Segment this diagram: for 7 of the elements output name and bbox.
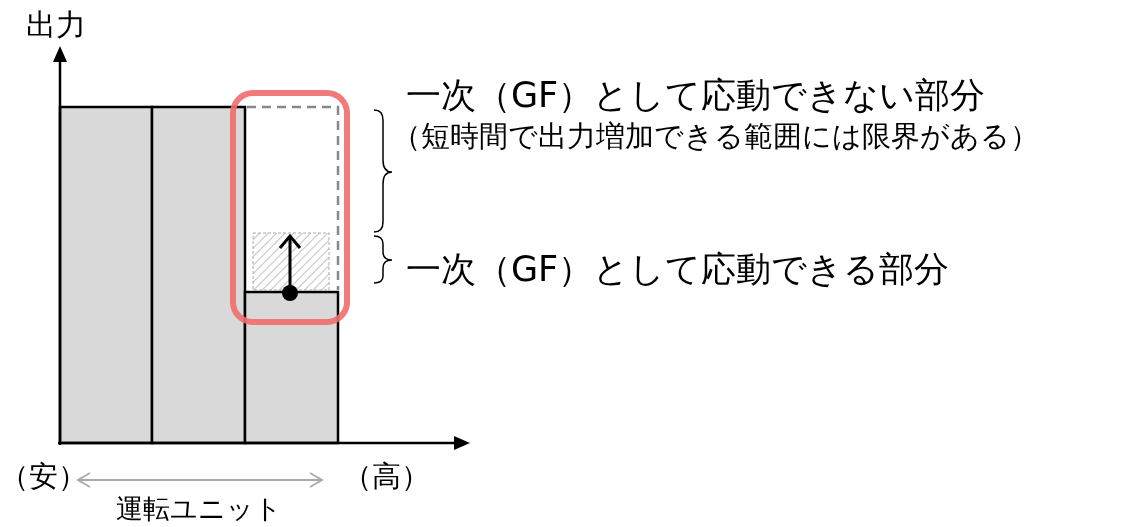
axis-label: 運転ユニット — [116, 492, 282, 526]
annotation-text: 一次（GF）として応動できない部分 — [406, 74, 986, 117]
annotation-text: 一次（GF）として応動できる部分 — [406, 248, 950, 291]
annotation-note: （短時間で出力増加できる範囲には限界がある） — [392, 118, 1039, 155]
axis-label: 出力 — [26, 6, 86, 44]
axis-end-label: （高） — [343, 458, 430, 495]
axis-end-label: （安） — [0, 458, 87, 495]
